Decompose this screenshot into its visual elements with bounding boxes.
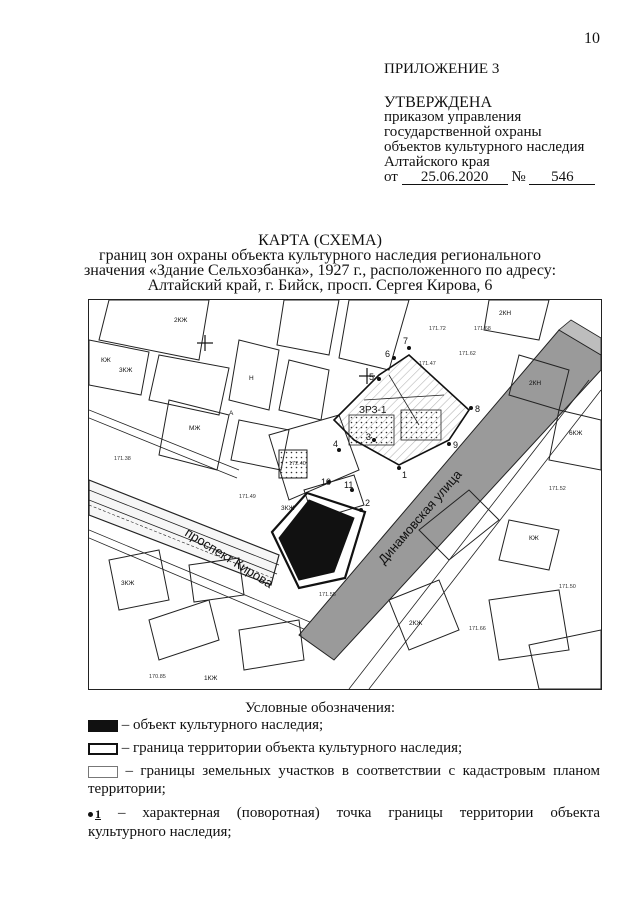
legend: – объект культурного наследия; – граница… — [88, 716, 600, 841]
elevation-value: 171.47 — [419, 361, 436, 367]
elevation-value: 171.50 — [559, 584, 576, 590]
approval-line: приказом управления — [384, 109, 522, 125]
legend-text-cont: территории; — [88, 781, 166, 797]
central-parcels — [268, 414, 365, 521]
map-drawing: ЗРЗ-1 4 5 6 7 8 — [89, 300, 601, 689]
legend-text: – границы земельных участков в соответст… — [125, 763, 600, 779]
map-small-label: 6КЖ — [569, 430, 582, 437]
map-small-label: Н — [249, 375, 254, 382]
cross-marker — [197, 335, 375, 384]
legend-text: – объект культурного наследия; — [121, 717, 324, 733]
point-label: 9 — [453, 440, 458, 450]
point-label: 1 — [402, 470, 407, 480]
annex-label: ПРИЛОЖЕНИЕ 3 — [384, 61, 500, 77]
elevation-value: 171.49 — [239, 494, 256, 500]
legend-item-territory-boundary: – граница территории объекта культурного… — [88, 739, 600, 757]
point-label: 5 — [369, 372, 374, 382]
order-number: 546 — [529, 170, 596, 185]
number-sign: № — [511, 169, 526, 185]
approval-header: ПРИЛОЖЕНИЕ 3 УТВЕРЖДЕНА приказом управле… — [384, 61, 596, 185]
bold-border-swatch — [88, 742, 118, 755]
right-buildings — [108, 300, 601, 689]
map-small-label: 3КЖ — [121, 580, 134, 587]
point-label: 10 — [321, 477, 331, 487]
elevation-value: 171.38 — [114, 456, 131, 462]
point-label: 3 — [366, 432, 371, 442]
map-small-label: 2КЖ — [409, 620, 422, 627]
small-labels: 2КЖ 3КЖ КЖ Н А МЖ 2КН 2КН 3КЖ 3КЖ КЖ 2КЖ… — [101, 310, 582, 682]
point-label: 2 — [365, 498, 370, 508]
map-small-label: КЖ — [101, 357, 111, 364]
dinamovskaya-road — [298, 319, 601, 689]
legend-item-land-parcels: – границы земельных участков в соответст… — [88, 762, 600, 798]
map-small-label: 2КН — [529, 380, 541, 387]
approval-line: государственной охраны — [384, 124, 542, 140]
cadastral-map: ЗРЗ-1 4 5 6 7 8 — [88, 299, 602, 690]
elevation-labels: 171.72 171.68 171.62 171.47 172.40 171.4… — [114, 326, 576, 680]
map-small-label: 3КЖ — [281, 505, 294, 512]
point-label: 6 — [385, 349, 390, 359]
map-small-label: КЖ — [529, 535, 539, 542]
heritage-territory-boundary — [270, 491, 367, 590]
legend-title: Условные обозначения: — [244, 700, 396, 716]
approval-line: Алтайского края — [384, 154, 490, 170]
map-small-label: 1КЖ — [204, 675, 217, 682]
boundary-points: 4 5 6 7 8 9 1 3 11 10 2 — [321, 336, 480, 512]
elevation-value: 172.40 — [289, 461, 306, 467]
black-swatch — [88, 719, 118, 732]
order-date-line: от 25.06.2020 № 546 — [384, 169, 596, 185]
map-small-label: 3КЖ — [119, 367, 132, 374]
title-line: границ зон охраны объекта культурного на… — [99, 247, 541, 264]
zone-label: ЗРЗ-1 — [359, 405, 387, 416]
point-label: 11 — [344, 480, 353, 490]
map-small-label: А — [229, 410, 234, 417]
map-small-label: 2КЖ — [174, 317, 187, 324]
elevation-value: 171.66 — [469, 626, 486, 632]
thin-border-swatch — [88, 765, 118, 778]
map-small-label: 2КН — [499, 310, 511, 317]
title-line: Алтайский край, г. Бийск, просп. Сергея … — [147, 277, 493, 294]
zrz-1-zone: ЗРЗ-1 — [332, 353, 471, 466]
point-sample-number: 1 — [95, 806, 101, 821]
document-title: КАРТА (СХЕМА) границ зон охраны объекта … — [60, 232, 580, 294]
point-label: 4 — [333, 439, 338, 449]
legend-item-boundary-point: 1 – характерная (поворотная) точка грани… — [88, 804, 600, 841]
title-line: значения «Здание Сельхозбанка», 1927 г.,… — [83, 262, 557, 279]
approval-line: объектов культурного наследия — [384, 139, 585, 155]
title-heading: КАРТА (СХЕМА) — [258, 232, 382, 249]
elevation-value: 171.55 — [319, 592, 336, 598]
map-small-label: МЖ — [189, 425, 200, 432]
legend-item-heritage-object: – объект культурного наследия; — [88, 716, 600, 734]
elevation-value: 171.52 — [549, 486, 566, 492]
point-sample: 1 — [88, 805, 101, 823]
legend-text: – граница территории объекта культурного… — [121, 740, 463, 756]
point-label: 7 — [403, 336, 408, 346]
legend-text-cont: культурного наследия; — [88, 823, 232, 840]
order-date: 25.06.2020 — [401, 170, 508, 185]
elevation-value: 171.72 — [429, 326, 446, 332]
elevation-value: 170.85 — [149, 674, 166, 680]
approved-label: УТВЕРЖДЕНА — [384, 94, 493, 111]
legend-text: – характерная (поворотная) точка границы… — [117, 805, 600, 821]
page-number: 10 — [584, 30, 600, 47]
elevation-value: 171.68 — [474, 326, 491, 332]
heritage-object — [278, 499, 355, 581]
date-prefix: от — [384, 169, 398, 185]
point-dot-icon — [88, 812, 93, 818]
point-label: 8 — [475, 404, 480, 414]
elevation-value: 171.62 — [459, 351, 476, 357]
